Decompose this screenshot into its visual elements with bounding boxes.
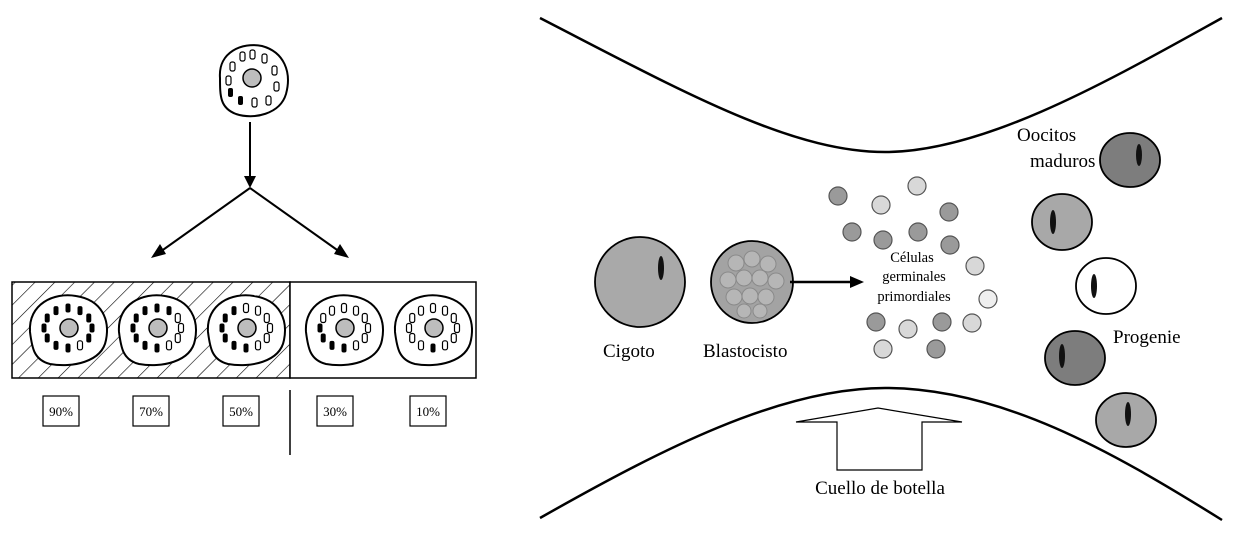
oocyte-5 — [1096, 393, 1156, 447]
germ-cells-label-line2: germinales — [882, 269, 946, 285]
oocyte-2 — [1032, 194, 1092, 250]
bottleneck-panel: Cigoto Blastocisto — [540, 18, 1222, 520]
heteroplasmy-panel: 90% 70% 50% 30% 10% — [12, 45, 476, 455]
zygote-cell — [595, 237, 685, 327]
percentage-label: 30% — [323, 404, 347, 419]
daughter-cell — [306, 295, 383, 365]
arrow-head-right — [334, 244, 349, 258]
germ-cells-label-line3: primordiales — [877, 289, 951, 305]
progeny-label: Progenie — [1113, 327, 1181, 348]
blastocyst-arrowhead — [850, 276, 864, 288]
daughter-cell — [208, 295, 285, 365]
zygote-label: Cigoto — [603, 341, 655, 362]
arrow-head-left — [151, 244, 166, 258]
bottleneck-label: Cuello de botella — [815, 478, 945, 499]
percentage-label: 10% — [416, 404, 440, 419]
daughter-cell — [119, 295, 196, 365]
bottleneck-arrow — [796, 408, 962, 470]
germ-cells-cluster — [829, 177, 997, 358]
oocyte-3 — [1076, 258, 1136, 314]
parent-cell — [220, 45, 288, 116]
arrow-head-stem — [244, 176, 256, 188]
germ-cells-label-line1: Células — [890, 250, 934, 266]
arrow-right-branch — [250, 188, 340, 252]
oocyte-1 — [1100, 133, 1160, 187]
blastocyst-cell — [711, 241, 793, 323]
percentage-label: 70% — [139, 404, 163, 419]
daughter-cells — [30, 295, 472, 365]
percentage-boxes: 90% 70% 50% 30% 10% — [43, 396, 446, 426]
percentage-label: 90% — [49, 404, 73, 419]
oocyte-4 — [1045, 331, 1105, 385]
daughter-cell — [395, 295, 472, 365]
daughter-cell — [30, 295, 107, 365]
oocytes-label-line1: Oocitos — [1017, 125, 1076, 146]
percentage-label: 50% — [229, 404, 253, 419]
germ-cells-label: Células germinales primordiales — [877, 250, 951, 305]
upper-curve — [540, 18, 1222, 152]
blastocyst-label: Blastocisto — [703, 341, 787, 362]
oocytes-label-line2: maduros — [1030, 151, 1095, 172]
arrow-left-branch — [160, 188, 250, 252]
